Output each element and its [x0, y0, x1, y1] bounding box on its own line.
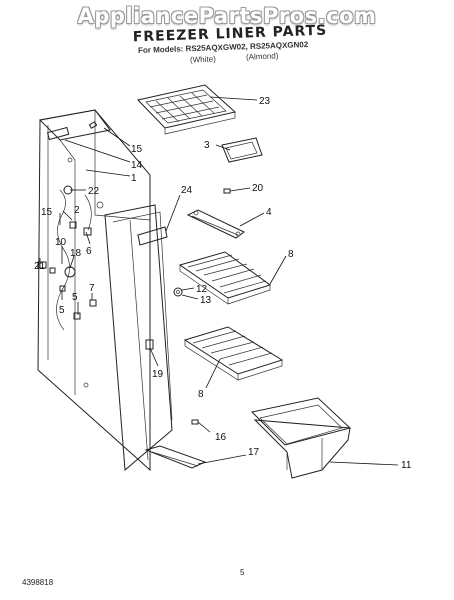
callout-12: 12	[196, 284, 208, 295]
callout-8: 8	[288, 249, 294, 260]
shelf-rail	[186, 209, 245, 239]
callout-24: 24	[181, 185, 193, 196]
callout-3: 3	[204, 140, 210, 151]
callout-18: 18	[70, 248, 82, 259]
top-shelf-grille	[137, 84, 237, 135]
callout-13: 13	[200, 295, 212, 306]
callout-8b: 8	[198, 389, 204, 400]
callout-16: 16	[215, 432, 227, 443]
freezer-liner	[37, 109, 151, 472]
callout-14: 14	[131, 160, 143, 171]
callout-1: 1	[131, 173, 137, 184]
callout-21: 21	[34, 261, 46, 272]
wire-shelf-upper	[178, 251, 272, 305]
wire-shelf-lower	[183, 326, 284, 381]
callouts: 23 3 15 14 1 22 24 20 2 15 4 10 6 18 21 …	[34, 96, 412, 471]
page-number: 5	[240, 568, 245, 577]
callout-23: 23	[259, 96, 271, 107]
watermark: AppliancePartsPros.com	[77, 4, 377, 28]
callout-2: 2	[74, 205, 80, 216]
callout-4: 4	[266, 207, 272, 218]
storage-bin	[250, 397, 352, 479]
bottom-rail	[144, 445, 207, 469]
callout-19: 19	[152, 369, 164, 380]
callout-15: 15	[131, 144, 143, 155]
callout-11: 11	[401, 460, 412, 471]
bracket-24	[137, 226, 168, 246]
callout-20: 20	[252, 183, 264, 194]
callout-15b: 15	[41, 207, 53, 218]
callout-22: 22	[88, 186, 100, 197]
callout-7: 7	[89, 283, 95, 294]
callout-5b: 5	[59, 305, 65, 316]
callout-17: 17	[248, 447, 260, 458]
callout-10: 10	[55, 237, 67, 248]
fasteners	[37, 121, 231, 425]
liner-front-frame	[104, 204, 173, 472]
callout-5: 5	[72, 292, 78, 303]
callout-6: 6	[86, 246, 92, 257]
leader-lines	[39, 96, 399, 466]
document-number: 4398818	[22, 578, 54, 587]
shelf-cover	[221, 137, 263, 163]
